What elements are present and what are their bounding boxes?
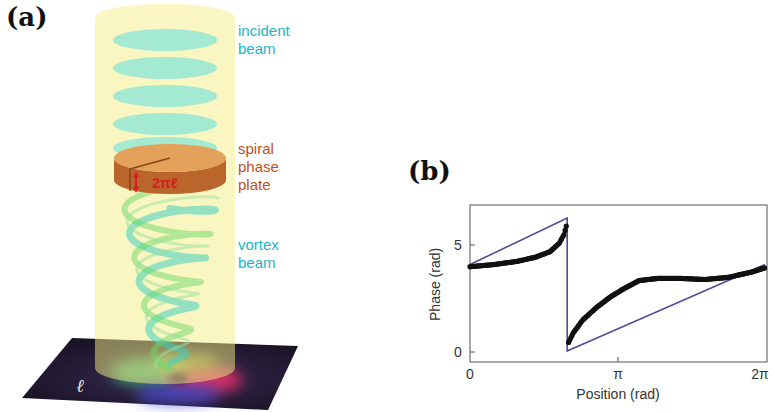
data-point (564, 224, 569, 229)
tick (470, 352, 475, 353)
tick-label: 5 (454, 237, 462, 254)
step-height: 2πℓ (152, 175, 177, 192)
axis-title: Position (rad) (576, 386, 659, 403)
panel-label: (b) (408, 156, 451, 187)
axis-title: Phase (rad) (428, 247, 445, 320)
theory-line (470, 218, 765, 351)
helix-strand (127, 197, 218, 366)
wavefront (113, 57, 217, 79)
tick-label: π (613, 366, 623, 383)
data-point (762, 265, 767, 270)
beam-cylinder (95, 4, 235, 384)
incident-beam (113, 29, 217, 159)
plate-label: spiral phase plate (238, 140, 302, 194)
phase-plot (467, 205, 767, 362)
tick (470, 245, 475, 246)
arrow-head (133, 171, 139, 177)
vortex-pattern (136, 384, 220, 404)
beam-label: vortex beam (238, 236, 302, 272)
arrow-head (133, 187, 139, 193)
tick-label: 2π (751, 366, 768, 383)
tick-label: 0 (466, 366, 474, 383)
vortex-beam (125, 187, 218, 369)
tick-label: 0 (454, 344, 462, 361)
tick (618, 357, 619, 362)
wavefront (113, 113, 217, 135)
plot-frame (470, 205, 767, 362)
beam-label: incident beam (238, 22, 310, 58)
panel-label: (a) (6, 2, 47, 33)
wavefront (113, 29, 217, 51)
plate-top (114, 144, 226, 172)
plate-step (129, 169, 131, 191)
wavefront (113, 85, 217, 107)
helix-strand (125, 187, 211, 369)
charge-label: ℓ (76, 375, 84, 397)
cylinder-top (95, 4, 235, 32)
plate-step (130, 158, 170, 169)
